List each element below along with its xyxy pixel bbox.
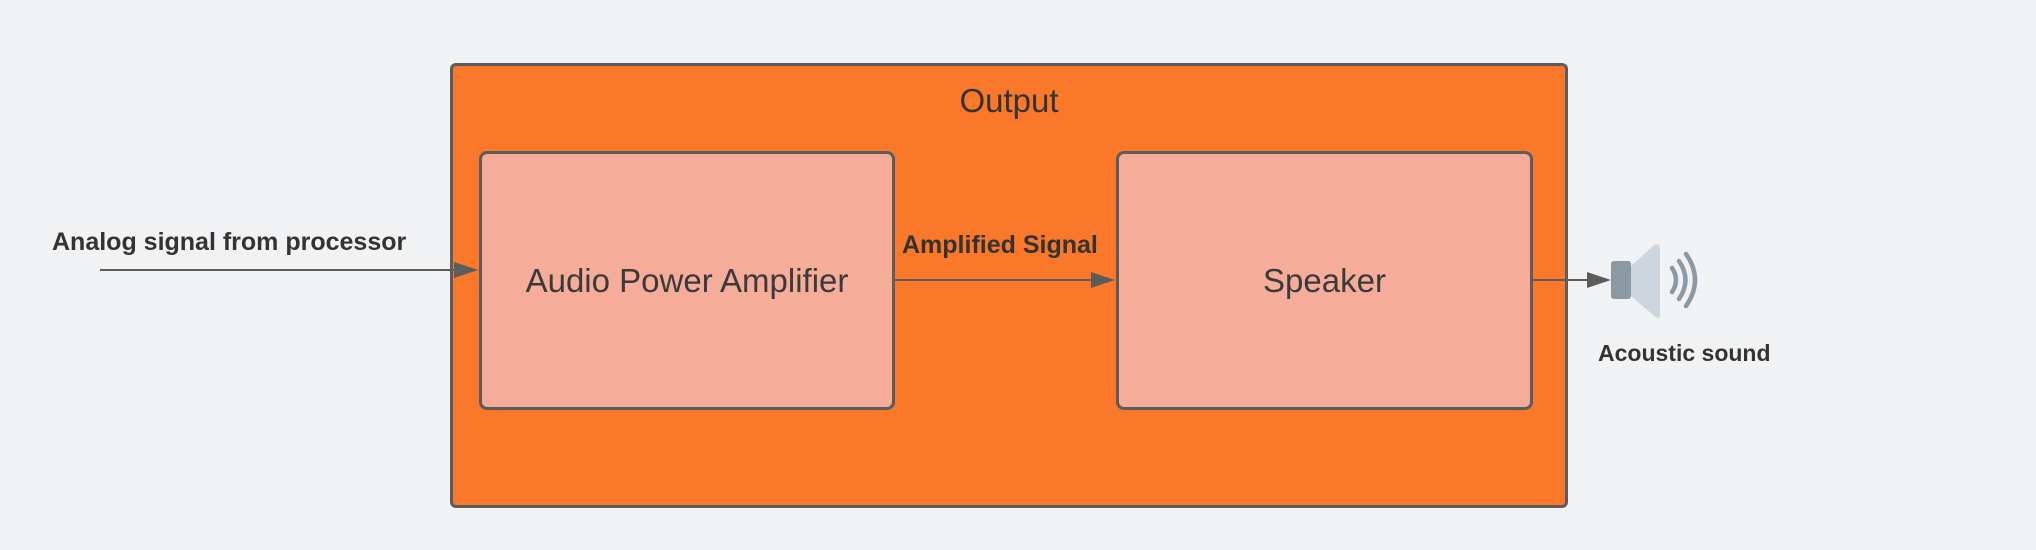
acoustic-output-connector[interactable]: [1533, 272, 1611, 288]
speaker-label: Speaker: [1263, 261, 1386, 299]
output-container-title: Output: [959, 82, 1059, 119]
speaker-block[interactable]: Speaker: [1116, 151, 1533, 410]
input-signal-label: Analog signal from processor: [52, 228, 407, 256]
acoustic-sound-label: Acoustic sound: [1598, 340, 1771, 366]
audio-power-amplifier-label: Audio Power Amplifier: [525, 261, 849, 299]
audio-power-amplifier-block[interactable]: Audio Power Amplifier: [479, 151, 895, 410]
speaker-icon: [1611, 244, 1698, 318]
input-signal-connector[interactable]: [100, 262, 478, 278]
amplified-signal-label: Amplified Signal: [902, 231, 1098, 259]
amplified-signal-connector[interactable]: [895, 272, 1115, 288]
